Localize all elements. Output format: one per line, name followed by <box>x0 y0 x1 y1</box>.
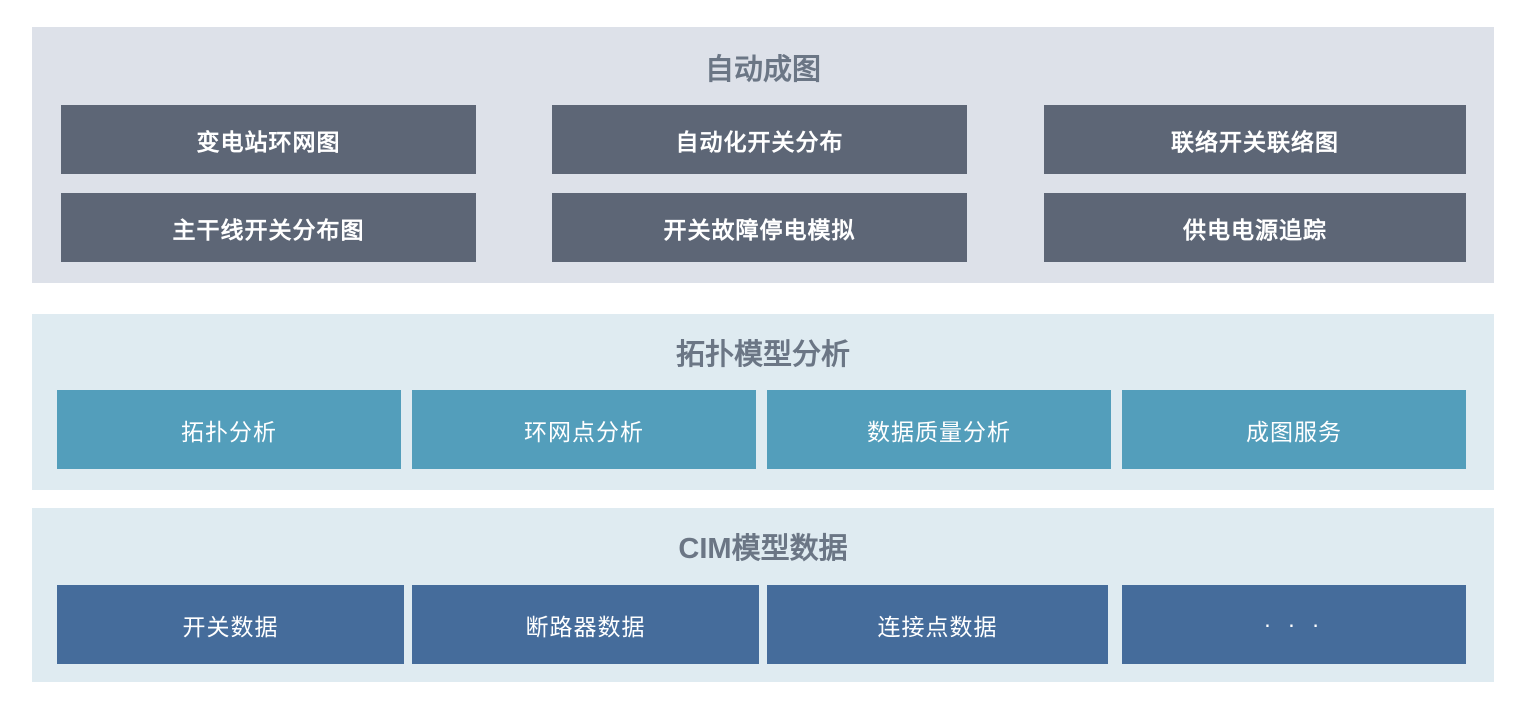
tile-trunk-line-switch-distribution-map[interactable]: 主干线开关分布图 <box>61 193 476 262</box>
tile-ring-network-point-analysis[interactable]: 环网点分析 <box>412 390 756 469</box>
tile-automation-switch-distribution[interactable]: 自动化开关分布 <box>552 105 967 174</box>
tile-switch-fault-outage-simulation[interactable]: 开关故障停电模拟 <box>552 193 967 262</box>
tile-connectivity-node-data[interactable]: 连接点数据 <box>767 585 1108 664</box>
tile-switch-data[interactable]: 开关数据 <box>57 585 404 664</box>
tile-more-data-ellipsis[interactable]: · · · <box>1122 585 1466 664</box>
tile-substation-ring-network-diagram[interactable]: 变电站环网图 <box>61 105 476 174</box>
tile-mapping-service[interactable]: 成图服务 <box>1122 390 1466 469</box>
tile-topology-analysis[interactable]: 拓扑分析 <box>57 390 401 469</box>
tile-tie-switch-connection-diagram[interactable]: 联络开关联络图 <box>1044 105 1466 174</box>
tile-data-quality-analysis[interactable]: 数据质量分析 <box>767 390 1111 469</box>
tile-circuit-breaker-data[interactable]: 断路器数据 <box>412 585 759 664</box>
tile-power-supply-source-tracing[interactable]: 供电电源追踪 <box>1044 193 1466 262</box>
